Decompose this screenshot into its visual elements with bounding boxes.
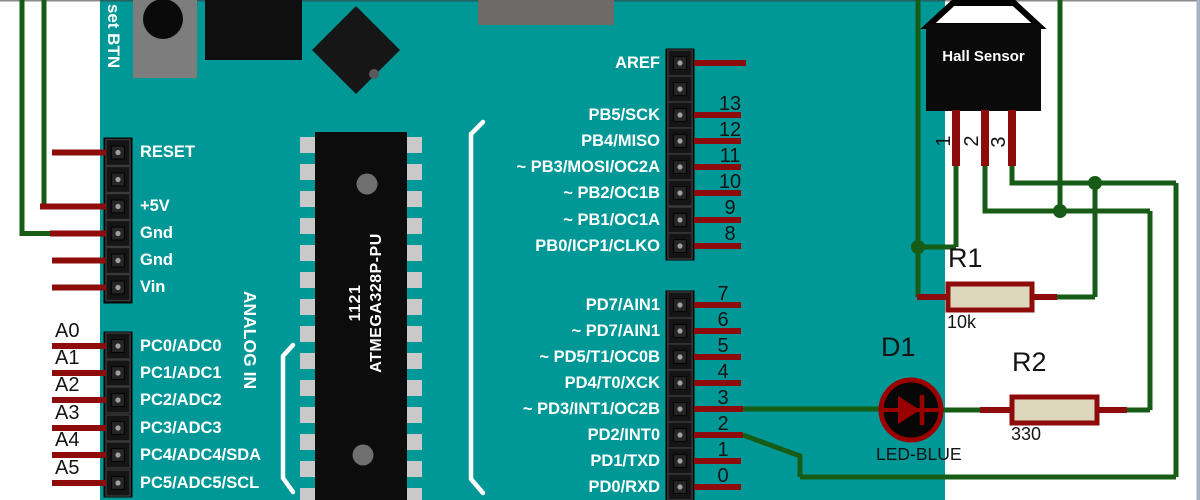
r2-value: 330 [1011, 424, 1042, 444]
red-wires [40, 60, 1127, 490]
crystal-dot [369, 69, 379, 79]
pin-label-pc0: PC0/ADC0 [140, 337, 222, 355]
wire-junction-dots [911, 176, 1102, 254]
pin-label-pb0: PB0/ICP1/CLKO [535, 237, 660, 255]
crystal-oscillator [312, 6, 400, 94]
pin-label-aref: AREF [615, 54, 660, 72]
pin-label-pb3: ~ PB3/MOSI/OC2A [516, 158, 661, 176]
pin-label-pd7: PD7/AIN1 [585, 296, 660, 314]
pin-number-7: 7 [717, 283, 729, 305]
pin-label-pd1: PD1/TXD [590, 452, 660, 470]
hall-sensor-body [926, 24, 1041, 111]
chip-legs-right [406, 137, 422, 500]
reset-button-label: set BTN [104, 3, 123, 69]
pin-label-gnd2: Gnd [140, 251, 173, 269]
analog-pin-a5: A5 [55, 457, 80, 479]
analog-in-label: ANALOG IN [240, 290, 260, 390]
green-wires [19, 0, 1179, 480]
hall-sensor [920, 0, 1047, 166]
pin-number-0: 0 [717, 465, 729, 487]
resistor-r1 [945, 281, 1035, 313]
d1-ref: D1 [881, 332, 916, 362]
chip-marking: 1121 ATMEGA328P-PU [345, 173, 387, 433]
pin-number-2: 2 [717, 413, 729, 435]
chip-bottom-mark [352, 444, 374, 466]
analog-pin-a2: A2 [55, 374, 80, 396]
resistor-r2 [1009, 394, 1100, 426]
chip-legs-left [300, 137, 316, 500]
pin-label-5v: +5V [140, 197, 170, 215]
hall-sensor-chamfer [920, 0, 1047, 29]
analog-pin-a3: A3 [55, 402, 80, 424]
pin-number-3: 3 [717, 387, 729, 409]
chip-pin1-mark [356, 173, 378, 195]
pin-label-pc5: PC5/ADC5/SCL [140, 474, 260, 492]
led-d1 [878, 377, 944, 443]
pin-label-pb1: ~ PB1/OC1A [563, 211, 660, 229]
pin-number-13: 13 [718, 93, 742, 115]
pin-label-pd6: ~ PD7/AIN1 [571, 322, 661, 340]
pin-label-pc2: PC2/ADC2 [140, 391, 222, 409]
analog-group-bracket [280, 342, 296, 495]
pin-label-pd5: ~ PD5/T1/OC0B [539, 348, 660, 366]
hall-sensor-label: Hall Sensor [942, 48, 1025, 65]
pin-label-vin: Vin [140, 278, 166, 296]
pin-label-pc3: PC3/ADC3 [140, 419, 222, 437]
r2-ref: R2 [1012, 347, 1047, 377]
right-border-line [1196, 0, 1200, 500]
chip-body [315, 132, 407, 500]
pin-number-1: 1 [717, 439, 729, 461]
pin-label-reset: RESET [140, 143, 196, 161]
pin-label-pd4: PD4/T0/XCK [564, 374, 660, 392]
arduino-board [100, 0, 945, 500]
hall-pin-3: 3 [988, 136, 1010, 148]
pin-number-8: 8 [724, 223, 736, 245]
usb-connector [478, 0, 614, 25]
pin-label-pd2: PD2/INT0 [587, 426, 660, 444]
pin-number-10: 10 [718, 171, 742, 193]
pin-number-4: 4 [717, 361, 729, 383]
pin-number-6: 6 [717, 309, 729, 331]
pin-label-pd0: PD0/RXD [588, 478, 660, 496]
analog-pin-a0: A0 [55, 320, 80, 342]
pin-label-gnd1: Gnd [140, 224, 173, 242]
pin-number-5: 5 [717, 335, 729, 357]
pin-label-pb4: PB4/MISO [581, 132, 660, 150]
digital-group-bracket [468, 119, 486, 496]
reset-button-cap [143, 0, 183, 39]
analog-pin-a4: A4 [55, 429, 80, 451]
chip-marking-line1: 1121 [347, 284, 364, 322]
pin-label-pb2: ~ PB2/OC1B [563, 184, 660, 202]
hall-pin-1: 1 [933, 135, 955, 147]
mcu-chip [300, 132, 422, 500]
pin-label-pc4: PC4/ADC4/SDA [140, 446, 262, 464]
pin-label-pb5: PB5/SCK [588, 106, 660, 124]
pin-headers [103, 48, 695, 500]
pin-number-9: 9 [724, 197, 736, 219]
d1-value: LED-BLUE [876, 444, 962, 464]
hall-sensor-legs [952, 110, 1016, 166]
pin-label-pd3: ~ PD3/INT1/OC2B [522, 400, 660, 418]
chip-marking-line2: ATMEGA328P-PU [368, 233, 385, 373]
pin-number-12: 12 [718, 119, 742, 141]
r1-ref: R1 [948, 243, 983, 273]
board-component-block [205, 0, 302, 60]
analog-pin-a1: A1 [55, 347, 80, 369]
pin-number-11: 11 [719, 145, 741, 167]
pin-label-pc1: PC1/ADC1 [140, 364, 222, 382]
r1-value: 10k [947, 312, 977, 332]
hall-pin-2: 2 [961, 135, 983, 147]
